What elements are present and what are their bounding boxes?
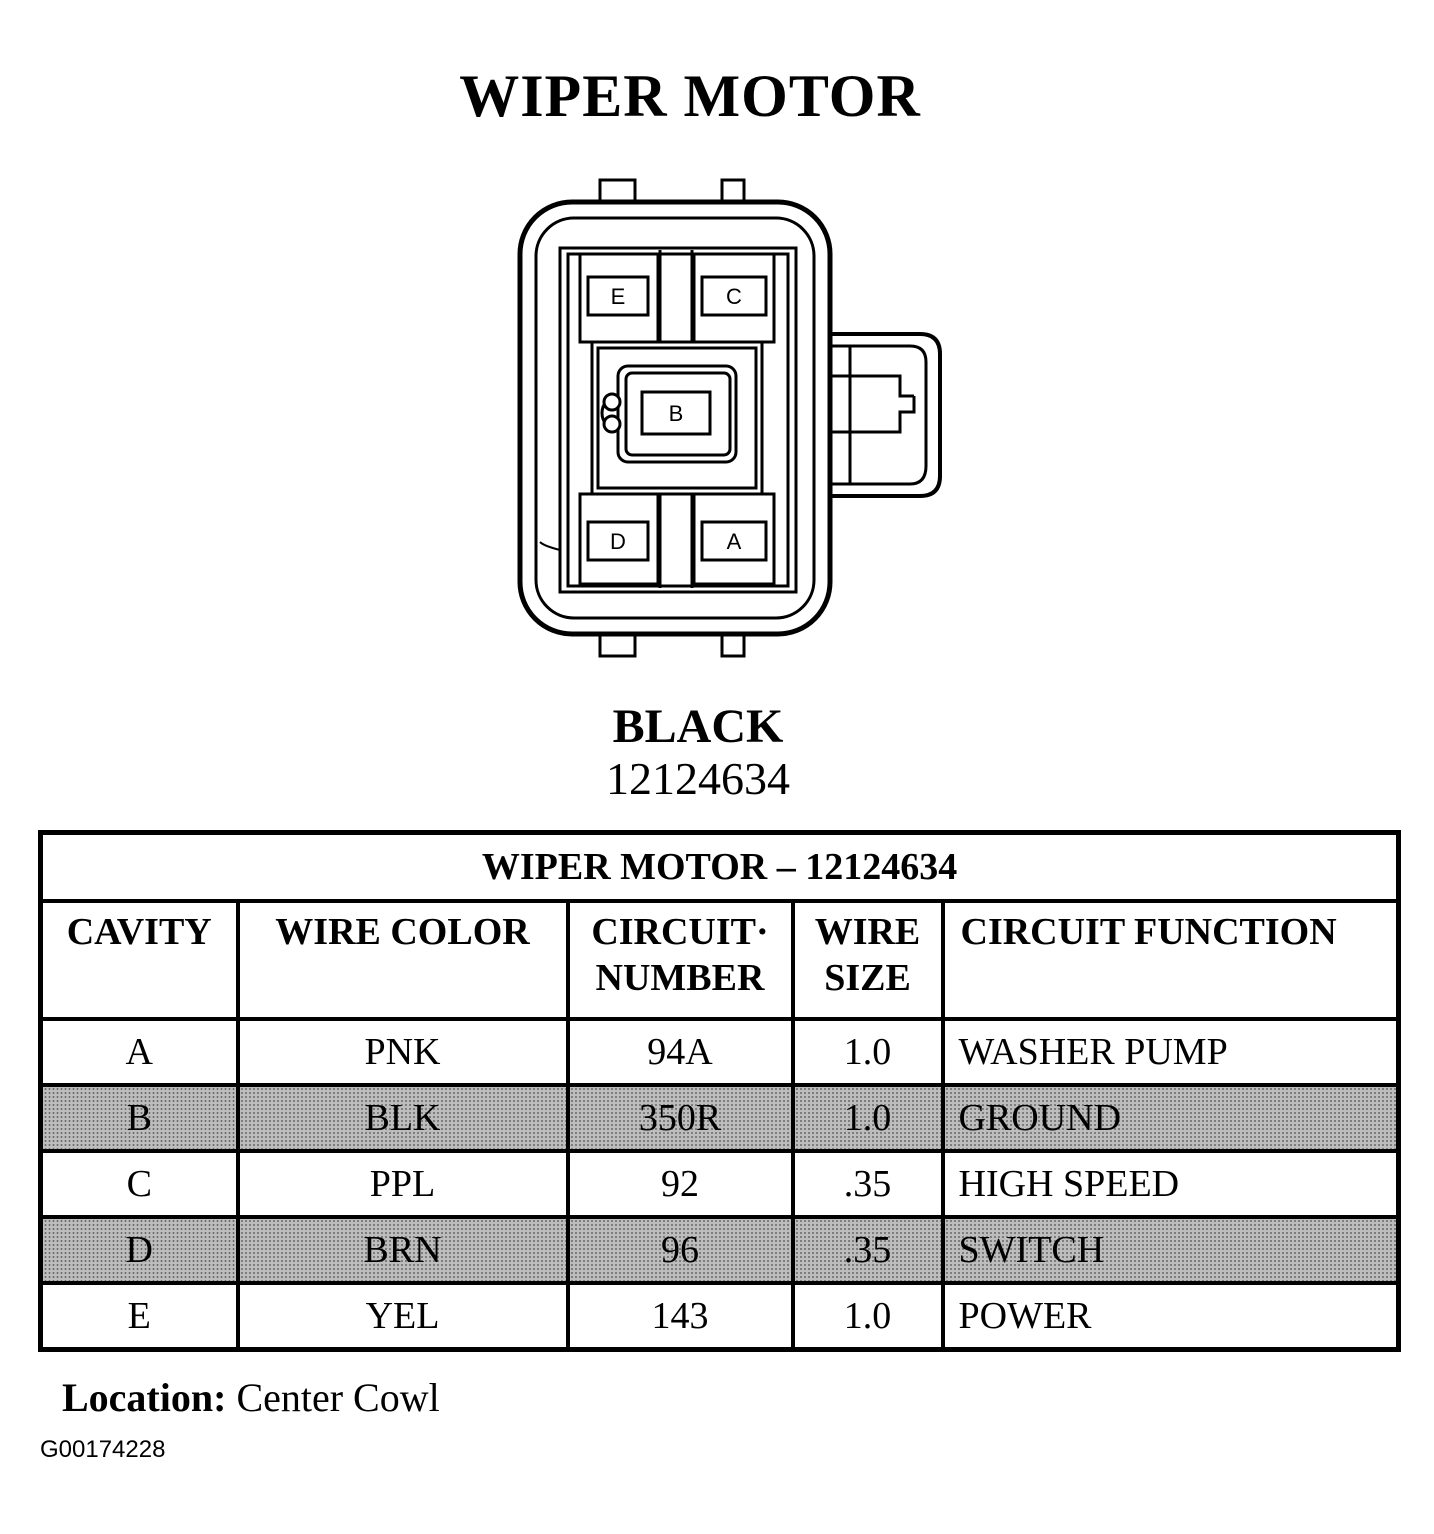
cavity-cell: E — [38, 1281, 240, 1352]
circuit-function-cell: SWITCH — [940, 1215, 1401, 1285]
connector-face-diagram: E C B D A — [517, 178, 942, 658]
header-wire-color: WIRE COLOR — [235, 899, 570, 1021]
table-row: D BRN 96 .35 SWITCH — [38, 1215, 1401, 1285]
table-row: E YEL 143 1.0 POWER — [38, 1281, 1401, 1352]
cavity-cell: B — [38, 1083, 240, 1153]
figure-code: G00174228 — [40, 1436, 166, 1463]
wire-size-cell: 1.0 — [790, 1281, 945, 1352]
table-title: WIPER MOTOR – 12124634 — [38, 830, 1401, 903]
circuit-function-cell: POWER — [940, 1281, 1401, 1352]
pin-label-b: B — [669, 401, 684, 426]
pin-label-a: A — [727, 529, 742, 554]
circuit-number-cell: 96 — [565, 1215, 795, 1285]
header-wire-size-line2: SIZE — [824, 957, 911, 999]
wire-color-cell: BRN — [235, 1215, 570, 1285]
header-cavity: CAVITY — [38, 899, 240, 1021]
header-circuit-number: CIRCUIT· NUMBER — [565, 899, 795, 1021]
circuit-function-cell: GROUND — [940, 1083, 1401, 1153]
wire-size-cell: 1.0 — [790, 1017, 945, 1087]
location-line: Location: Center Cowl — [62, 1374, 440, 1421]
header-wire-size-line1: WIRE — [814, 911, 921, 953]
cavity-cell: C — [38, 1149, 240, 1219]
table-row: C PPL 92 .35 HIGH SPEED — [38, 1149, 1401, 1219]
connector-color: BLACK — [612, 700, 784, 753]
pin-label-e: E — [611, 284, 626, 309]
location-label: Location: — [62, 1375, 227, 1420]
circuit-number-cell: 94A — [565, 1017, 795, 1087]
pinout-table-container: WIPER MOTOR – 12124634 CAVITY WIRE COLOR… — [38, 830, 1402, 1352]
diagram-title: WIPER MOTOR — [459, 63, 921, 129]
wire-size-cell: .35 — [790, 1149, 945, 1219]
wire-color-cell: PPL — [235, 1149, 570, 1219]
table-header-row: CAVITY WIRE COLOR CIRCUIT· NUMBER WIRE S… — [38, 899, 1401, 1021]
wire-color-cell: BLK — [235, 1083, 570, 1153]
connector-part-number: 12124634 — [606, 753, 790, 804]
circuit-function-cell: WASHER PUMP — [940, 1017, 1401, 1087]
circuit-number-cell: 92 — [565, 1149, 795, 1219]
location-value: Center Cowl — [236, 1375, 440, 1420]
cavity-cell: A — [38, 1017, 240, 1087]
table-row: B BLK 350R 1.0 GROUND — [38, 1083, 1401, 1153]
side-lock-tab — [828, 332, 942, 498]
wire-size-cell: .35 — [790, 1215, 945, 1285]
wire-color-cell: PNK — [235, 1017, 570, 1087]
pin-label-c: C — [726, 284, 742, 309]
pinout-table: WIPER MOTOR – 12124634 CAVITY WIRE COLOR… — [38, 830, 1402, 1352]
cavity-cell: D — [38, 1215, 240, 1285]
header-circuit-number-line2: NUMBER — [595, 957, 765, 999]
circuit-function-cell: HIGH SPEED — [940, 1149, 1401, 1219]
header-wire-size: WIRE SIZE — [790, 899, 945, 1021]
wire-size-cell: 1.0 — [790, 1083, 945, 1153]
header-circuit-number-line1: CIRCUIT· — [591, 911, 769, 953]
circuit-number-cell: 143 — [565, 1281, 795, 1352]
header-circuit-function: CIRCUIT FUNCTION — [940, 899, 1401, 1021]
wire-color-cell: YEL — [235, 1281, 570, 1352]
pin-label-d: D — [610, 529, 626, 554]
circuit-number-cell: 350R — [565, 1083, 795, 1153]
table-row: A PNK 94A 1.0 WASHER PUMP — [38, 1017, 1401, 1087]
